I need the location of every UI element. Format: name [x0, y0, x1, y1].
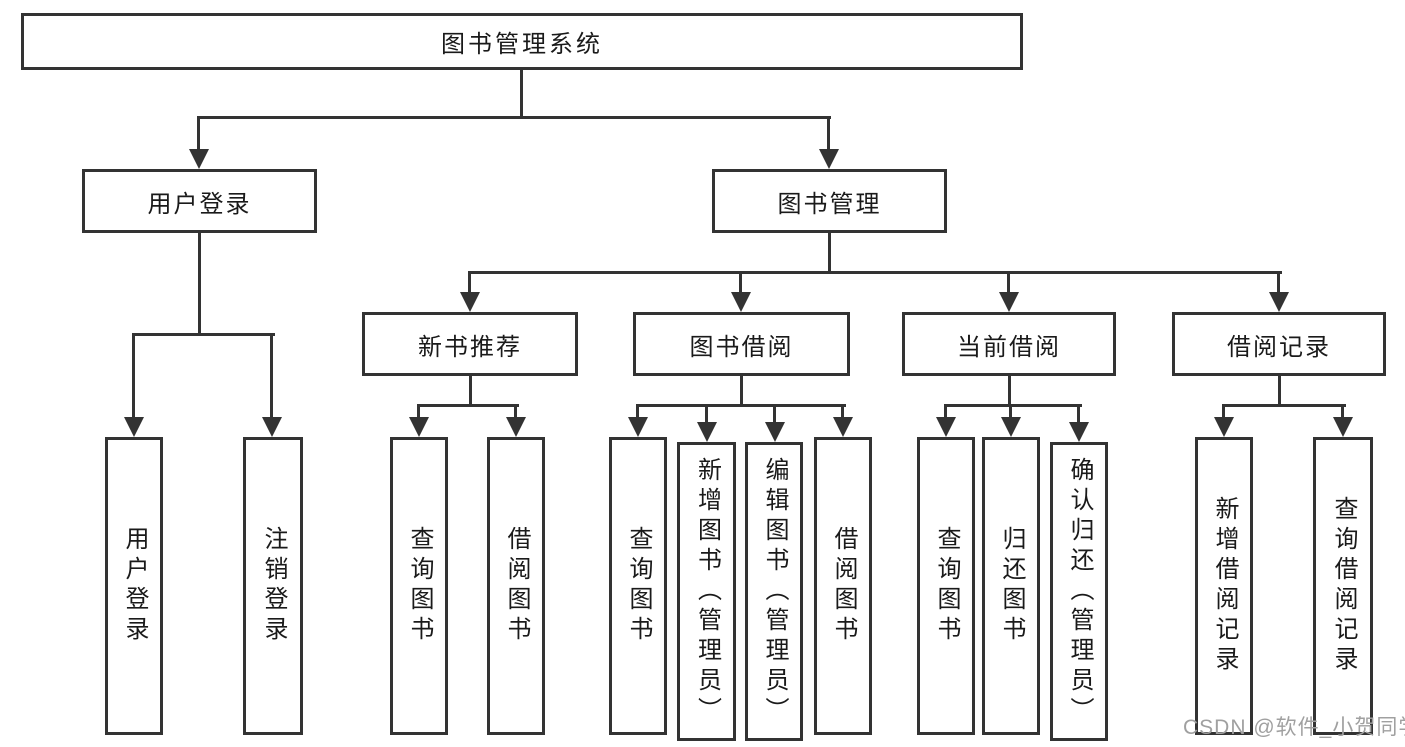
node-book-borrowing-label: 图书借阅: [689, 333, 794, 361]
arrow-down-icon: [697, 422, 717, 442]
connector-line: [198, 233, 201, 335]
arrow-down-icon: [1069, 422, 1089, 442]
node-user-login-label: 用户登录: [147, 190, 252, 218]
connector-line: [1278, 375, 1281, 406]
arrow-down-icon: [1001, 417, 1021, 437]
leaf-query-book-current: 查询图书: [917, 437, 975, 735]
arrow-stem: [636, 404, 639, 419]
arrow-stem: [827, 116, 830, 151]
arrow-down-icon: [999, 292, 1019, 312]
arrow-down-icon: [1333, 417, 1353, 437]
arrow-down-icon: [124, 417, 144, 437]
leaf-add-book-admin: 新增图书（管理员）: [677, 442, 736, 741]
connector-line: [469, 271, 1282, 274]
connector-line: [418, 404, 519, 407]
arrow-down-icon: [765, 422, 785, 442]
arrow-down-icon: [819, 149, 839, 169]
arrow-down-icon: [628, 417, 648, 437]
leaf-add-borrow-record-label: 新增借阅记录: [1211, 496, 1238, 676]
connector-line: [469, 375, 472, 406]
node-new-book-recommendation-label: 新书推荐: [418, 333, 522, 361]
arrow-down-icon: [262, 417, 282, 437]
leaf-confirm-return-admin-label: 确认归还（管理员）: [1066, 456, 1093, 727]
connector-line: [945, 404, 1082, 407]
connector-line: [520, 69, 523, 117]
node-current-borrowing-label: 当前借阅: [957, 333, 1061, 361]
arrow-stem: [514, 404, 517, 419]
leaf-borrow-book-recommend: 借阅图书: [487, 437, 545, 735]
arrow-stem: [1277, 271, 1280, 294]
leaf-add-borrow-record: 新增借阅记录: [1195, 437, 1253, 735]
leaf-user-login: 用户登录: [105, 437, 163, 735]
arrow-down-icon: [731, 292, 751, 312]
connector-line: [637, 404, 846, 407]
leaf-query-book-recommend: 查询图书: [390, 437, 448, 735]
leaf-query-book-borrowing: 查询图书: [609, 437, 667, 735]
arrow-stem: [270, 333, 273, 419]
node-current-borrowing: 当前借阅: [902, 312, 1116, 376]
leaf-logout: 注销登录: [243, 437, 303, 735]
arrow-stem: [1341, 404, 1344, 419]
node-book-borrowing: 图书借阅: [633, 312, 850, 376]
leaf-add-book-admin-label: 新增图书（管理员）: [693, 456, 721, 727]
arrow-stem: [841, 404, 844, 419]
connector-line: [1008, 375, 1011, 406]
csdn-watermark: CSDN @软件_小贺同学: [1183, 716, 1405, 739]
arrow-down-icon: [189, 149, 209, 169]
connector-line: [740, 375, 743, 406]
leaf-return-book: 归还图书: [982, 437, 1040, 735]
node-user-login: 用户登录: [82, 169, 317, 233]
arrow-down-icon: [936, 417, 956, 437]
arrow-stem: [773, 404, 776, 424]
node-book-management-label: 图书管理: [777, 190, 882, 218]
leaf-return-book-label: 归还图书: [998, 526, 1025, 646]
arrow-down-icon: [506, 417, 526, 437]
arrow-stem: [1009, 404, 1012, 419]
arrow-stem: [1007, 271, 1010, 294]
leaf-borrow-book-borrowing: 借阅图书: [814, 437, 872, 735]
connector-line: [198, 116, 831, 119]
leaf-edit-book-admin: 编辑图书（管理员）: [745, 442, 803, 741]
arrow-stem: [705, 404, 708, 424]
arrow-stem: [132, 333, 135, 419]
leaf-borrow-book-borrowing-label: 借阅图书: [830, 526, 857, 646]
leaf-query-book-recommend-label: 查询图书: [406, 526, 433, 646]
node-new-book-recommendation: 新书推荐: [362, 312, 578, 376]
leaf-query-book-borrowing-label: 查询图书: [625, 526, 652, 646]
arrow-stem: [1077, 404, 1080, 424]
arrow-stem: [417, 404, 420, 419]
arrow-stem: [1222, 404, 1225, 419]
connector-line: [828, 233, 831, 273]
leaf-query-borrow-record: 查询借阅记录: [1313, 437, 1373, 735]
connector-line: [1223, 404, 1346, 407]
arrow-down-icon: [1269, 292, 1289, 312]
node-borrowing-records: 借阅记录: [1172, 312, 1386, 376]
arrow-down-icon: [460, 292, 480, 312]
leaf-edit-book-admin-label: 编辑图书（管理员）: [761, 456, 788, 727]
connector-line: [133, 333, 275, 336]
node-borrowing-records-label: 借阅记录: [1227, 333, 1331, 361]
leaf-user-login-label: 用户登录: [121, 526, 148, 646]
arrow-down-icon: [409, 417, 429, 437]
arrow-down-icon: [833, 417, 853, 437]
node-library-management-system: 图书管理系统: [21, 13, 1023, 70]
node-book-management: 图书管理: [712, 169, 947, 233]
arrow-stem: [739, 271, 742, 294]
arrow-stem: [197, 116, 200, 151]
arrow-stem: [944, 404, 947, 419]
arrow-down-icon: [1214, 417, 1234, 437]
arrow-stem: [468, 271, 471, 294]
leaf-query-book-current-label: 查询图书: [933, 526, 960, 646]
leaf-logout-label: 注销登录: [260, 526, 287, 646]
node-library-management-system-label: 图书管理系统: [441, 31, 603, 58]
leaf-borrow-book-recommend-label: 借阅图书: [503, 526, 530, 646]
leaf-confirm-return-admin: 确认归还（管理员）: [1050, 442, 1108, 741]
leaf-query-borrow-record-label: 查询借阅记录: [1330, 496, 1357, 676]
